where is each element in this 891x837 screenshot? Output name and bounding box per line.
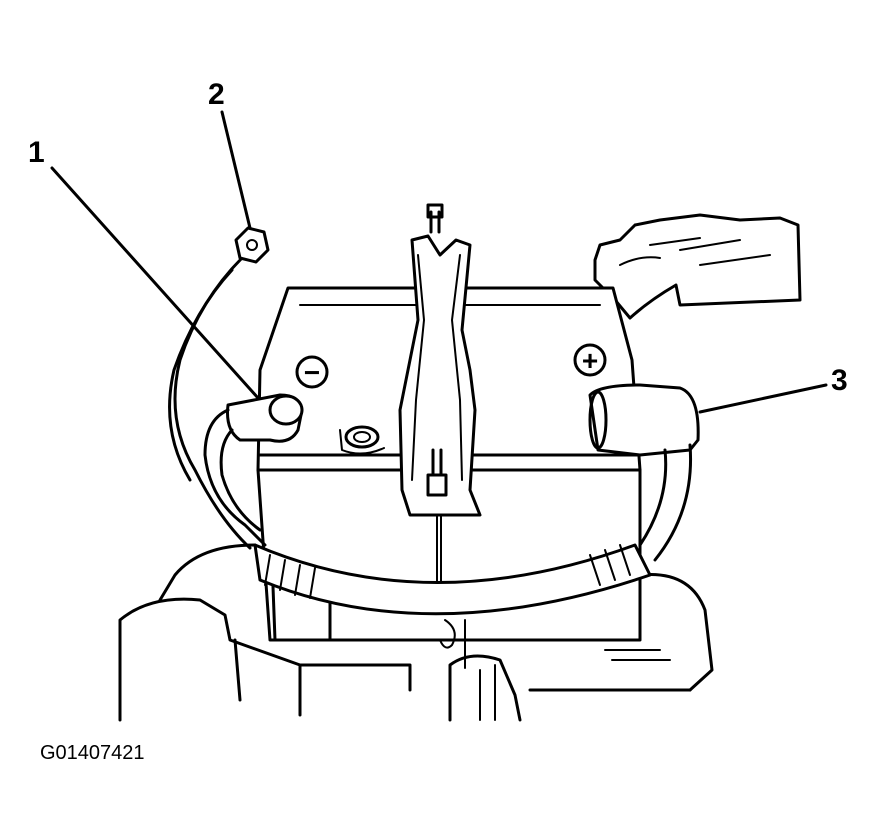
hose bbox=[593, 213, 802, 320]
negative-terminal-marker bbox=[295, 355, 329, 389]
ground-wire bbox=[168, 226, 270, 550]
callout-label-3: 3 bbox=[831, 364, 848, 397]
positive-terminal-marker bbox=[573, 343, 607, 377]
leader-line-3 bbox=[698, 383, 828, 414]
figure-id: G01407421 bbox=[40, 742, 145, 764]
leader-lines bbox=[50, 110, 828, 414]
positive-cable bbox=[253, 383, 700, 616]
ground-nut bbox=[234, 226, 270, 264]
leader-line-2 bbox=[220, 110, 252, 230]
callout-label-2: 2 bbox=[208, 78, 225, 111]
leader-line-1 bbox=[50, 166, 260, 400]
callout-label-1: 1 bbox=[28, 136, 45, 169]
hold-down-bracket bbox=[398, 203, 482, 669]
negative-sign: − bbox=[304, 357, 320, 388]
negative-cable bbox=[203, 393, 304, 547]
positive-sign: + bbox=[582, 345, 598, 376]
